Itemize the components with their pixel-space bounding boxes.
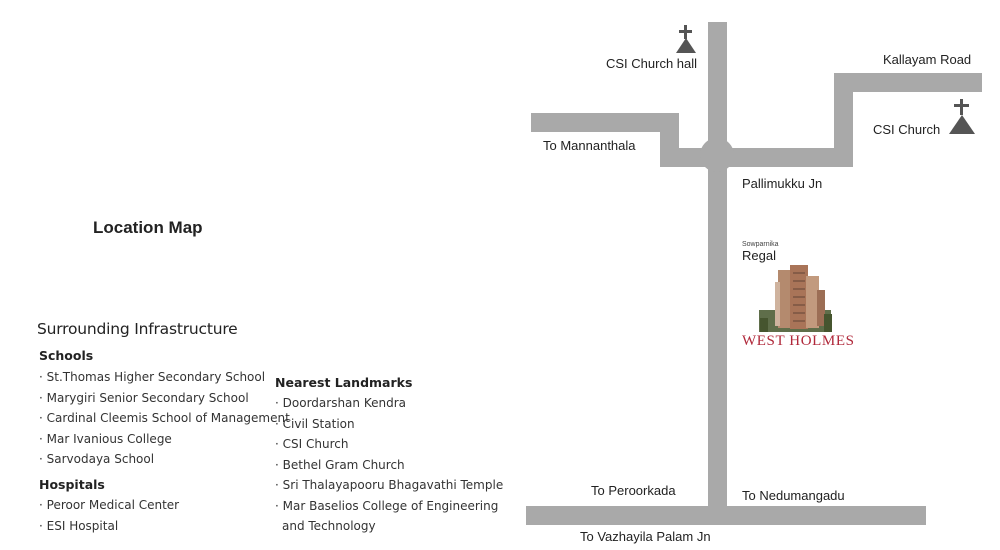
schools-title: Schools — [39, 348, 94, 363]
project-logo-text: WEST HOLMES — [742, 333, 855, 349]
hospitals-list: Peroor Medical Center ESI Hospital — [39, 495, 179, 536]
church-icon — [676, 25, 696, 53]
label-to-mannanthala: To Mannanthala — [543, 138, 636, 153]
building-icon — [759, 265, 832, 332]
main-road — [708, 22, 727, 515]
list-item: CSI Church — [275, 434, 512, 455]
landmarks-title: Nearest Landmarks — [275, 375, 413, 390]
label-to-nedumangadu: To Nedumangadu — [742, 488, 845, 503]
kallayam-road-bend — [834, 73, 853, 167]
list-item: Mar Baselios College of Engineering and … — [275, 496, 512, 537]
list-item: Marygiri Senior Secondary School — [39, 388, 290, 409]
kallayam-road-join — [720, 148, 853, 167]
label-pallimukku-jn: Pallimukku Jn — [742, 176, 822, 191]
list-item: Sarvodaya School — [39, 449, 290, 470]
infrastructure-title: Surrounding Infrastructure — [37, 320, 238, 338]
list-item: Doordarshan Kendra — [275, 393, 512, 414]
road-network — [526, 22, 982, 525]
church-icon — [949, 99, 975, 134]
landmarks-list: Doordarshan Kendra Civil Station CSI Chu… — [275, 393, 512, 537]
developer-label: Regal — [742, 248, 776, 263]
list-item: Peroor Medical Center — [39, 495, 179, 516]
label-csi-church: CSI Church — [873, 122, 940, 137]
list-item: St.Thomas Higher Secondary School — [39, 367, 290, 388]
list-item: Bethel Gram Church — [275, 455, 512, 476]
bottom-road — [526, 506, 926, 525]
list-item: Cardinal Cleemis School of Management — [39, 408, 290, 429]
label-kallayam-road: Kallayam Road — [883, 52, 971, 67]
list-item: Mar Ivanious College — [39, 429, 290, 450]
list-item: Civil Station — [275, 414, 512, 435]
schools-list: St.Thomas Higher Secondary School Marygi… — [39, 367, 290, 470]
page-title: Location Map — [93, 218, 203, 237]
list-item: ESI Hospital — [39, 516, 179, 537]
pallimukku-junction — [700, 138, 734, 172]
list-item: Sri Thalayapooru Bhagavathi Temple — [275, 475, 512, 496]
label-to-vazhayila: To Vazhayila Palam Jn — [580, 529, 711, 544]
developer-small-label: Sowparnika — [742, 241, 779, 248]
label-csi-church-hall: CSI Church hall — [606, 56, 697, 71]
kallayam-road — [834, 73, 982, 92]
mannanthala-road — [531, 113, 679, 132]
label-to-peroorkada: To Peroorkada — [591, 483, 676, 498]
hospitals-title: Hospitals — [39, 477, 105, 492]
